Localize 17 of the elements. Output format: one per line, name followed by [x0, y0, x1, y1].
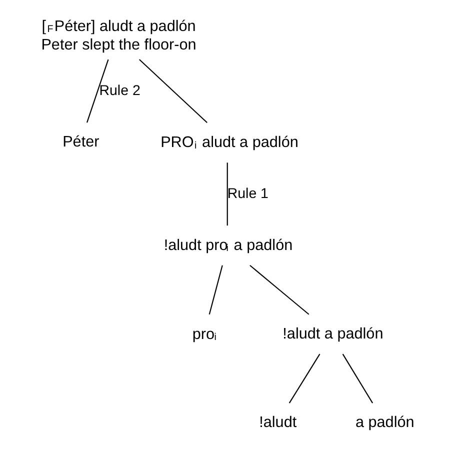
- node-text: !aludt a padlón: [282, 324, 383, 342]
- node-text: !aludt proi a padlón: [163, 236, 292, 254]
- edge-label: Rule 1: [226, 185, 268, 202]
- connector: [138, 58, 207, 122]
- connector: [226, 162, 228, 226]
- connector: [342, 353, 373, 403]
- connector: [208, 264, 222, 314]
- edge-label: Rule 2: [98, 82, 140, 98]
- node-text: PROi aludt a padlón: [160, 134, 298, 151]
- node-text: !aludt: [258, 413, 296, 430]
- node-text: [FPéter] aludt a padlón Peter slept the floor-on: [40, 18, 196, 54]
- connector: [86, 58, 108, 122]
- node-text: a padlón: [354, 413, 414, 430]
- node-text: proi: [192, 325, 216, 342]
- connector: [288, 353, 320, 403]
- connector: [249, 264, 309, 314]
- node-text: Péter: [62, 133, 99, 150]
